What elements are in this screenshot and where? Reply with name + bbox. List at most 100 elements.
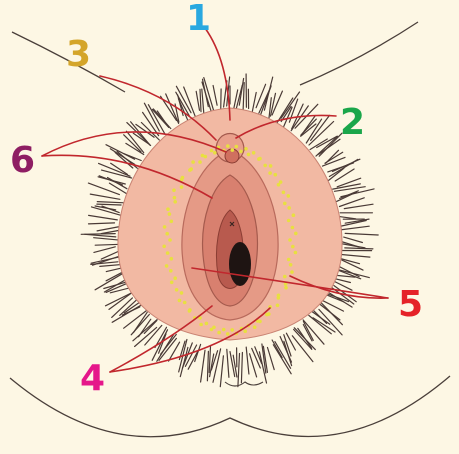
- gland-dot: [173, 200, 177, 204]
- hair-strand: [95, 244, 120, 245]
- label-4: 4: [80, 358, 105, 399]
- gland-dot: [265, 313, 269, 317]
- gland-dot: [230, 328, 234, 332]
- gland-dot: [166, 207, 170, 211]
- gland-dot: [180, 185, 184, 189]
- gland-dot: [294, 232, 298, 236]
- hair-strand: [81, 234, 115, 235]
- gland-dot: [180, 291, 184, 295]
- hair-strand: [202, 89, 204, 114]
- hair-strand: [230, 352, 235, 377]
- hair-strand: [220, 356, 223, 387]
- gland-dot: [170, 220, 174, 224]
- gland-dot: [217, 331, 221, 335]
- gland-dot: [243, 329, 247, 333]
- gland-dot: [198, 160, 202, 164]
- gland-dot: [239, 150, 243, 154]
- gland-dot: [166, 251, 170, 255]
- label-2: 2: [340, 102, 365, 143]
- hair-strand: [201, 350, 205, 382]
- hair-strand: [335, 192, 356, 202]
- hair-strand: [152, 110, 168, 127]
- gland-dot: [287, 206, 291, 210]
- label-5: 5: [398, 284, 423, 325]
- hair-strand: [144, 321, 157, 334]
- hair-strand: [281, 92, 300, 118]
- gland-dot: [291, 245, 295, 249]
- gland-dot: [289, 263, 293, 267]
- gland-dot: [204, 155, 208, 159]
- gland-dot: [269, 164, 273, 168]
- gland-dot: [287, 258, 291, 262]
- hair-strand: [252, 93, 256, 115]
- gland-dot: [283, 202, 287, 206]
- gland-dot: [282, 191, 286, 195]
- gland-dot: [199, 323, 203, 327]
- gland-dot: [168, 212, 172, 216]
- hair-strand: [323, 157, 346, 166]
- gland-dot: [191, 160, 195, 164]
- gland-dot: [222, 328, 226, 332]
- gland-dot: [175, 288, 179, 292]
- hair-strand: [264, 77, 272, 110]
- hair-strand: [207, 351, 208, 380]
- hair-strand: [196, 91, 199, 110]
- gland-dot: [290, 270, 294, 274]
- label-1: 1: [186, 0, 211, 39]
- label-6: 6: [10, 140, 35, 181]
- gland-dot: [274, 173, 278, 177]
- gland-dot: [288, 238, 292, 242]
- gland-dot: [276, 304, 280, 308]
- hair-strand: [243, 83, 244, 113]
- gland-dot: [258, 157, 262, 161]
- label-3: 3: [66, 34, 91, 75]
- gland-dot: [291, 226, 295, 230]
- gland-dot: [181, 176, 185, 180]
- hair-strand: [340, 198, 365, 207]
- gland-dot: [247, 153, 251, 157]
- gland-dot: [244, 147, 248, 151]
- gland-dot: [162, 245, 166, 249]
- gland-dot: [284, 286, 288, 290]
- gland-dot: [235, 145, 239, 149]
- vaginal-opening: [229, 242, 251, 286]
- hair-strand: [94, 247, 115, 253]
- gland-dot: [210, 328, 214, 332]
- hair-strand: [90, 194, 120, 199]
- gland-dot: [165, 232, 169, 236]
- gland-dot: [189, 167, 193, 171]
- hair-strand: [209, 346, 210, 372]
- gland-dot: [277, 183, 281, 187]
- gland-dot: [226, 144, 230, 148]
- gland-dot: [231, 148, 235, 152]
- gland-dot: [188, 308, 192, 312]
- gland-dot: [163, 225, 167, 229]
- hair-strand: [344, 237, 363, 242]
- hair-strand: [241, 353, 242, 383]
- gland-dot: [205, 322, 209, 326]
- gland-dot: [170, 281, 174, 285]
- gland-dot: [210, 149, 214, 153]
- gland-dot: [213, 151, 217, 155]
- gland-dot: [252, 151, 256, 155]
- gland-dot: [292, 213, 296, 217]
- body-contour-right: [300, 22, 418, 85]
- hair-strand: [345, 248, 373, 249]
- gland-dot: [170, 257, 174, 261]
- gland-dot: [173, 196, 177, 200]
- gland-dot: [287, 194, 291, 198]
- gland-dot: [165, 264, 169, 268]
- gland-dot: [168, 238, 172, 242]
- gland-dot: [263, 164, 267, 168]
- gland-dot: [183, 301, 187, 305]
- hair-strand: [89, 215, 118, 220]
- hair-strand: [272, 340, 282, 358]
- hair-strand: [89, 223, 115, 224]
- gland-dot: [287, 219, 291, 223]
- hair-strand: [268, 348, 275, 370]
- hair-strand: [106, 272, 122, 281]
- gland-dot: [173, 276, 177, 280]
- gland-dot: [283, 275, 287, 279]
- hair-strand: [339, 226, 369, 230]
- gland-dot: [178, 299, 182, 303]
